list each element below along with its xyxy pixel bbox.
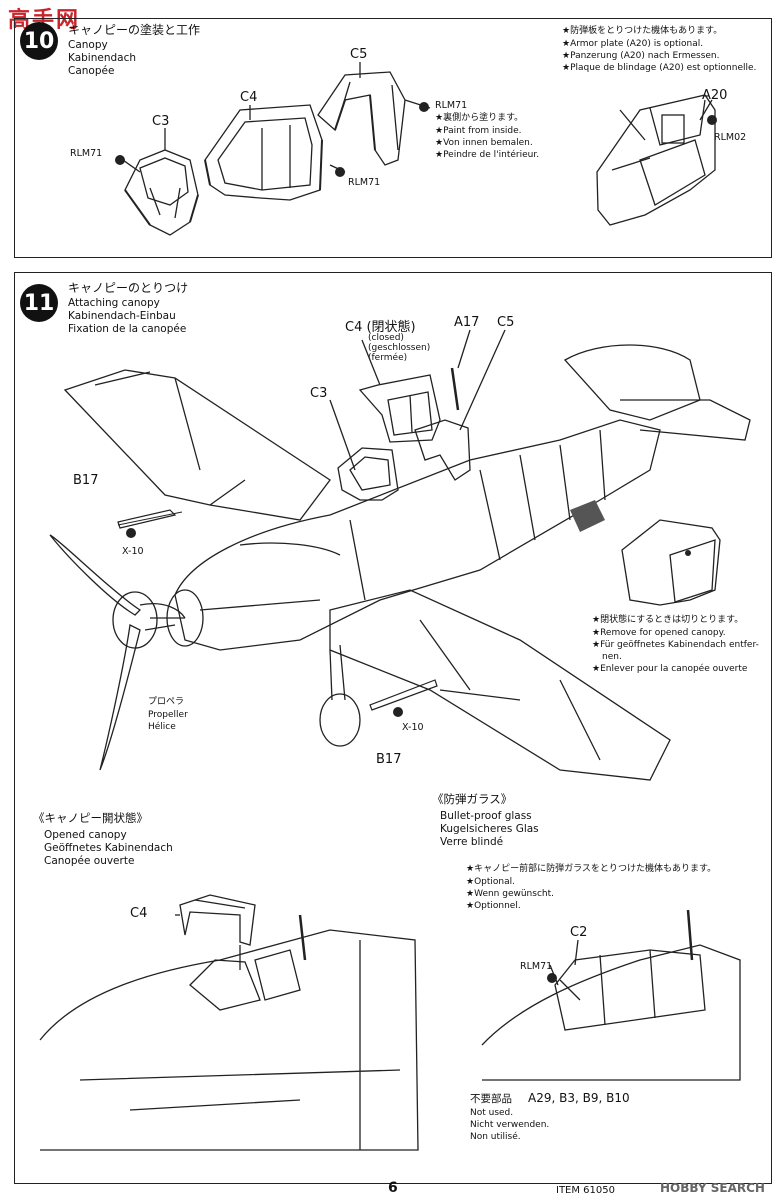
step10-title-fr: Canopée — [68, 65, 115, 77]
paint-drop-icon — [115, 155, 125, 165]
armor-note-jp: ★防弾板をとりつけた機体もあります。 — [562, 26, 723, 36]
armor-plate-shape — [596, 94, 716, 226]
propeller-blade-shape — [49, 534, 142, 616]
part-c4-closed-label: C4 (閉状態) — [345, 320, 416, 335]
glass-title-fr: Verre blindé — [440, 836, 504, 848]
canopy-c4-shape — [204, 104, 323, 201]
step10-panel — [14, 18, 772, 258]
step10-title-de: Kabinendach — [68, 52, 137, 64]
canopy-c3-shape — [124, 149, 199, 236]
left-wing-shape — [63, 369, 331, 521]
armor-note-fr: ★Plaque de blindage (A20) est optionnell… — [562, 63, 757, 73]
part-b17-top-label: B17 — [73, 473, 99, 488]
step11-title-jp: キャノピーのとりつけ — [68, 281, 189, 295]
glass-note-en: ★Optional. — [466, 877, 515, 887]
unused-fr: Non utilisé. — [470, 1132, 521, 1142]
propeller-en: Propeller — [148, 710, 188, 720]
propeller-jp: プロペラ — [148, 697, 185, 707]
canopy-c5-shape — [317, 71, 406, 166]
screw-icon — [126, 528, 136, 538]
part-b17-bottom-label: B17 — [376, 752, 402, 767]
armor-plate-11 — [621, 519, 721, 606]
glass-note-de: ★Wenn gewünscht. — [466, 889, 554, 899]
part-c3-label-11: C3 — [310, 386, 328, 401]
page-number: 6 — [388, 1180, 398, 1196]
step11-number: 11 — [20, 284, 58, 322]
part-c5-label: C5 — [350, 47, 368, 62]
unused-de: Nicht verwenden. — [470, 1120, 550, 1130]
glass-title-de: Kugelsicheres Glas — [440, 823, 539, 835]
remove-note-jp: ★閉状態にするときは切りとります。 — [592, 615, 744, 625]
opened-title-en: Opened canopy — [44, 829, 127, 841]
step11-title-de: Kabinendach-Einbau — [68, 310, 176, 322]
credit-watermark: HOBBY SEARCH — [660, 1181, 765, 1195]
inside-note-fr: ★Peindre de l'intérieur. — [435, 150, 540, 160]
c4-closed-en: (closed) — [368, 333, 404, 343]
fuselage-shape — [174, 419, 661, 651]
step10-title-jp: キャノピーの塗装と工作 — [68, 23, 201, 37]
canopy-c5-shape-11 — [414, 419, 471, 481]
step11-title-fr: Fixation de la canopée — [68, 323, 187, 335]
paint-drop-icon — [335, 167, 345, 177]
opened-title-de: Geöffnetes Kabinendach — [44, 842, 173, 854]
part-a17-label: A17 — [454, 315, 480, 330]
canopy-c3-shape-11 — [337, 447, 399, 501]
step11-panel — [14, 272, 772, 1184]
opened-title-fr: Canopée ouverte — [44, 855, 135, 867]
aircraft-main-drawing — [49, 329, 751, 781]
step10-title-en: Canopy — [68, 39, 108, 51]
glass-note-fr: ★Optionnel. — [466, 901, 521, 911]
paint-drop-icon — [707, 115, 717, 125]
glass-paint-rlm71: RLM71 — [520, 961, 553, 972]
antenna-a17-shape — [450, 367, 460, 411]
part-c5-label-11: C5 — [497, 315, 515, 330]
c4-closed-de: (geschlossen) — [368, 343, 431, 353]
opened-title-jp: 《キャノピー開状態》 — [33, 811, 148, 825]
c4-closed-fr: (fermée) — [368, 353, 408, 363]
part-c4-label: C4 — [240, 90, 258, 105]
inside-note-jp: ★裏側から塗ります。 — [435, 113, 524, 123]
remove-note-fr: ★Enlever pour la canopée ouverte — [592, 664, 748, 674]
screw-x10-bottom: X-10 — [402, 722, 424, 733]
unused-en: Not used. — [470, 1108, 514, 1118]
unused-jp: 不要部品 — [470, 1093, 512, 1105]
right-wing-shape — [329, 589, 671, 781]
canopy-c4-closed-shape — [358, 374, 441, 443]
inside-note-en: ★Paint from inside. — [435, 126, 522, 136]
paint-drop-icon — [419, 102, 429, 112]
paint-rlm71-a: RLM71 — [70, 148, 103, 159]
stabilizer-shape — [620, 399, 751, 441]
paint-rlm02: RLM02 — [714, 132, 747, 143]
remove-note-en: ★Remove for opened canopy. — [592, 628, 726, 638]
part-c3-label: C3 — [152, 114, 170, 129]
propeller-blade-shape — [99, 624, 141, 771]
tail-fin-shape — [563, 344, 701, 421]
screw-x10-top: X-10 — [122, 546, 144, 557]
armor-note-en: ★Armor plate (A20) is optional. — [562, 39, 704, 49]
step11-title-en: Attaching canopy — [68, 297, 160, 309]
unused-parts: A29, B3, B9, B10 — [528, 1091, 630, 1105]
paint-rlm71-c: RLM71 — [435, 100, 468, 111]
screw-icon — [393, 707, 403, 717]
item-number: ITEM 61050 — [556, 1185, 615, 1196]
paint-rlm71-b: RLM71 — [348, 177, 381, 188]
glass-title-en: Bullet-proof glass — [440, 810, 532, 822]
armor-note-de: ★Panzerung (A20) nach Ermessen. — [562, 51, 720, 61]
propeller-fr: Hélice — [148, 722, 176, 732]
wheel-shape — [319, 693, 361, 747]
step10-drawing — [115, 62, 717, 236]
glass-part-c2: C2 — [570, 925, 588, 940]
arrow-icon — [570, 500, 605, 532]
glass-title-jp: 《防弾ガラス》 — [432, 792, 513, 806]
inside-note-de: ★Von innen bemalen. — [435, 138, 533, 148]
remove-note-de1: ★Für geöffnetes Kabinendach entfer- — [592, 640, 759, 650]
step10-number: 10 — [20, 22, 58, 60]
opened-part-c4: C4 — [130, 906, 148, 921]
cut-mark-icon — [685, 550, 691, 556]
remove-note-de2: nen. — [602, 652, 622, 662]
glass-note-jp: ★キャノピー前部に防弾ガラスをとりつけた機体もあります。 — [466, 864, 717, 874]
